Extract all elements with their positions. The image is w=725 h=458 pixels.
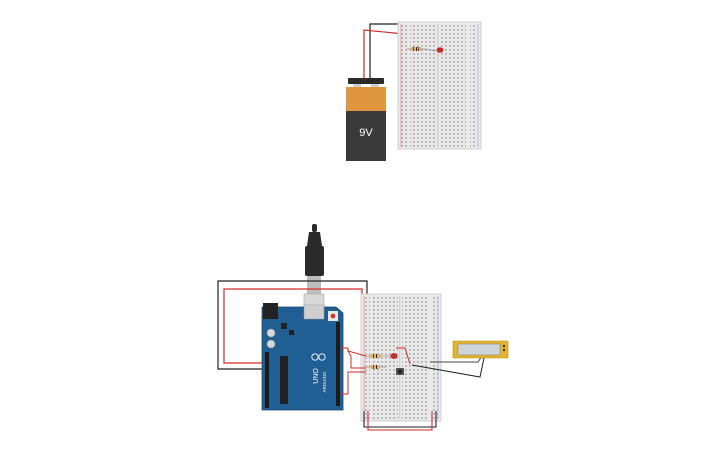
breadboard-bottom[interactable] [360, 293, 442, 422]
red-wire[interactable] [347, 350, 366, 369]
arduino-logo-icon [311, 353, 326, 361]
battery-9v[interactable]: 9V [346, 78, 386, 161]
red-wire[interactable] [396, 347, 411, 365]
battery-label: 9V [359, 127, 373, 139]
red-wire[interactable] [340, 347, 367, 357]
resistor-icon[interactable] [407, 47, 425, 51]
top-circuit[interactable]: 9V [346, 21, 482, 161]
arduino-uno-logo: UNO [313, 368, 320, 384]
sensor-module[interactable] [452, 340, 509, 359]
red-wire[interactable] [363, 29, 405, 80]
push-button-icon[interactable] [396, 368, 404, 375]
red-wire[interactable] [367, 411, 433, 431]
bottom-circuit[interactable]: UNO ARDUINO [217, 224, 509, 431]
red-wire[interactable] [340, 371, 366, 395]
arduino-brand-text: ARDUINO [322, 371, 327, 392]
led-icon[interactable] [390, 353, 398, 359]
resistor-icon[interactable] [366, 354, 390, 358]
led-icon[interactable] [424, 47, 444, 53]
black-wire[interactable] [411, 357, 485, 378]
resistor-icon[interactable] [366, 365, 386, 369]
breadboard-top[interactable] [397, 21, 482, 150]
arduino-uno[interactable]: UNO ARDUINO [261, 303, 344, 411]
black-wire[interactable] [363, 411, 437, 428]
black-wire[interactable] [217, 280, 368, 370]
usb-cable[interactable] [303, 224, 325, 317]
